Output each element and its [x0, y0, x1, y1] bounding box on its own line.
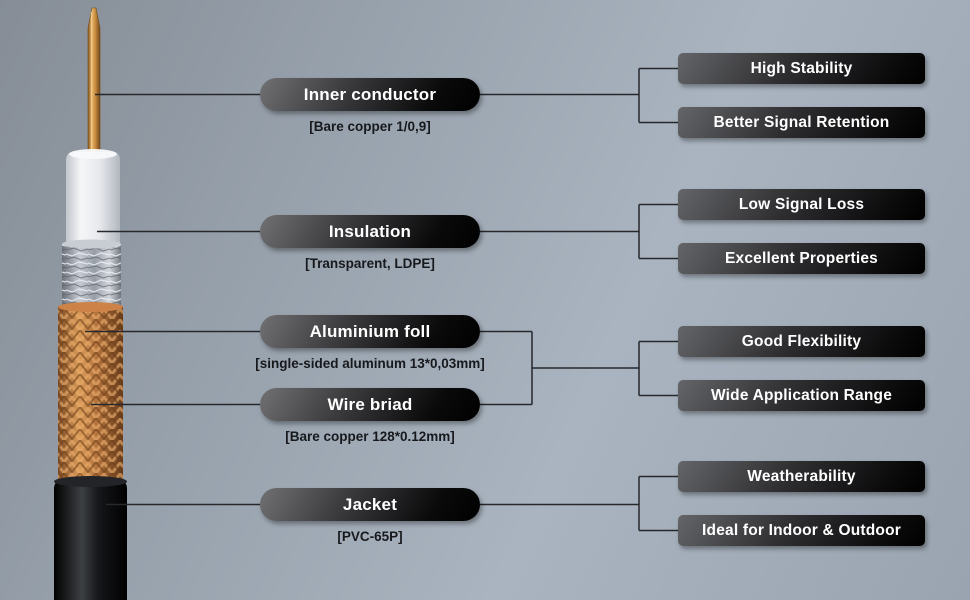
layer-spec-insulation: [Transparent, LDPE]: [305, 256, 435, 271]
feature-badge-low-signal-loss: Low Signal Loss: [678, 189, 925, 220]
layer-label-wire-braid: Wire briad: [260, 388, 480, 421]
feature-badge-high-stability: High Stability: [678, 53, 925, 84]
feature-badge-better-signal-retention: Better Signal Retention: [678, 107, 925, 138]
layer-spec-inner-conductor: [Bare copper 1/0,9]: [309, 119, 431, 134]
layer-spec-aluminium-foil: [single-sided aluminum 13*0,03mm]: [255, 356, 485, 371]
layer-label-insulation: Insulation: [260, 215, 480, 248]
layer-label-jacket: Jacket: [260, 488, 480, 521]
layer-spec-jacket: [PVC-65P]: [337, 529, 403, 544]
feature-badge-excellent-properties: Excellent Properties: [678, 243, 925, 274]
layer-label-aluminium-foil: Aluminium foll: [260, 315, 480, 348]
feature-badge-good-flexibility: Good Flexibility: [678, 326, 925, 357]
layer-spec-wire-braid: [Bare copper 128*0.12mm]: [285, 429, 455, 444]
feature-badge-weatherability: Weatherability: [678, 461, 925, 492]
feature-badge-indoor-outdoor: Ideal for Indoor & Outdoor: [678, 515, 925, 546]
feature-badge-wide-application-range: Wide Application Range: [678, 380, 925, 411]
layer-label-inner-conductor: Inner conductor: [260, 78, 480, 111]
